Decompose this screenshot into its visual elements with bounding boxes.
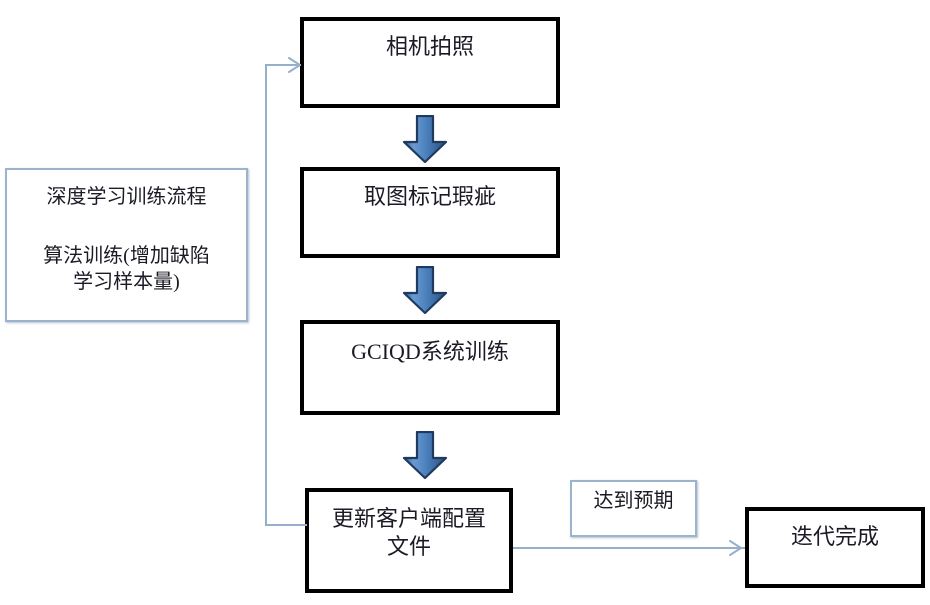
annotation-title-text: 深度学习训练流程: [46, 186, 207, 208]
annotation-body-text: 算法训练(增加缺陷 学习样本量): [43, 245, 210, 293]
label-box-meets-expectation[interactable]: 达到预期: [570, 480, 697, 537]
node-iteration-complete-label: 迭代完成: [790, 524, 879, 549]
node-gciqd-system-training-label: GCIQD系统训练: [351, 339, 509, 364]
down-arrow-icon-camera-to-mark: [402, 115, 448, 163]
node-update-client-config-file-label: 更新客户端配置 文件: [331, 506, 486, 560]
arrowhead-icon-into-iteration-complete: [729, 540, 742, 556]
feedback-line-segment-bottom: [265, 524, 307, 526]
down-arrow-icon-mark-to-training: [402, 266, 448, 314]
annotation-box-deep-learning-training-process[interactable]: 深度学习训练流程 算法训练(增加缺陷 学习样本量): [5, 168, 248, 322]
down-arrow-icon-training-to-config: [402, 431, 448, 479]
node-update-client-config-file[interactable]: 更新客户端配置 文件: [305, 488, 513, 593]
line-config-to-iteration-complete: [513, 547, 745, 549]
label-box-meets-expectation-text: 达到预期: [593, 490, 674, 512]
feedback-line-segment-vertical: [265, 64, 267, 526]
feedback-line-segment-top: [265, 64, 301, 66]
node-camera-capture[interactable]: 相机拍照: [300, 17, 560, 108]
node-camera-capture-label: 相机拍照: [385, 34, 474, 59]
arrowhead-icon-feedback-into-camera: [288, 57, 301, 73]
node-capture-and-mark-defect-label: 取图标记瑕疵: [363, 184, 496, 209]
node-gciqd-system-training[interactable]: GCIQD系统训练: [300, 320, 560, 415]
node-capture-and-mark-defect[interactable]: 取图标记瑕疵: [300, 167, 560, 258]
node-iteration-complete[interactable]: 迭代完成: [745, 507, 925, 588]
